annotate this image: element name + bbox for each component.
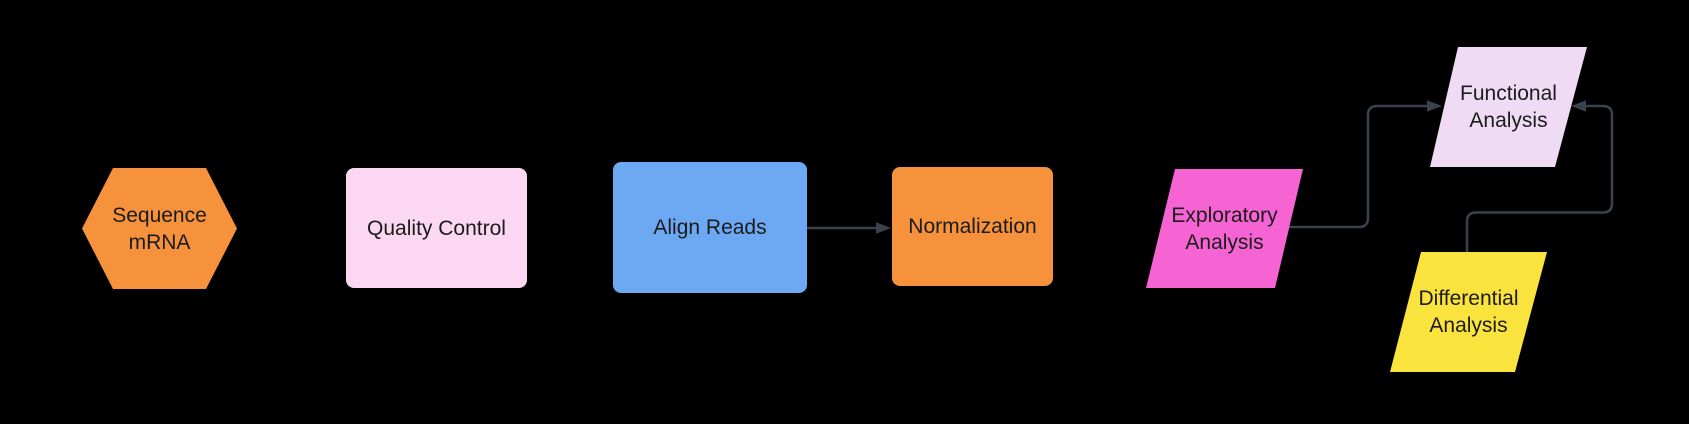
edge-align-reads-to-normalization-arrowhead bbox=[876, 222, 891, 234]
node-align-reads bbox=[613, 162, 807, 293]
node-functional-analysis bbox=[1430, 47, 1587, 167]
node-differential-analysis bbox=[1390, 252, 1547, 372]
edge-differential-to-functional bbox=[1465, 104, 1614, 252]
node-normalization bbox=[892, 167, 1053, 286]
edge-exploratory-to-functional-arrowhead bbox=[1427, 100, 1442, 112]
edge-exploratory-to-functional bbox=[1289, 104, 1427, 229]
edge-differential-to-functional-arrowhead bbox=[1571, 100, 1586, 112]
node-exploratory-analysis bbox=[1146, 169, 1303, 288]
node-quality-control bbox=[346, 168, 527, 288]
node-sequence-mrna bbox=[82, 168, 237, 289]
